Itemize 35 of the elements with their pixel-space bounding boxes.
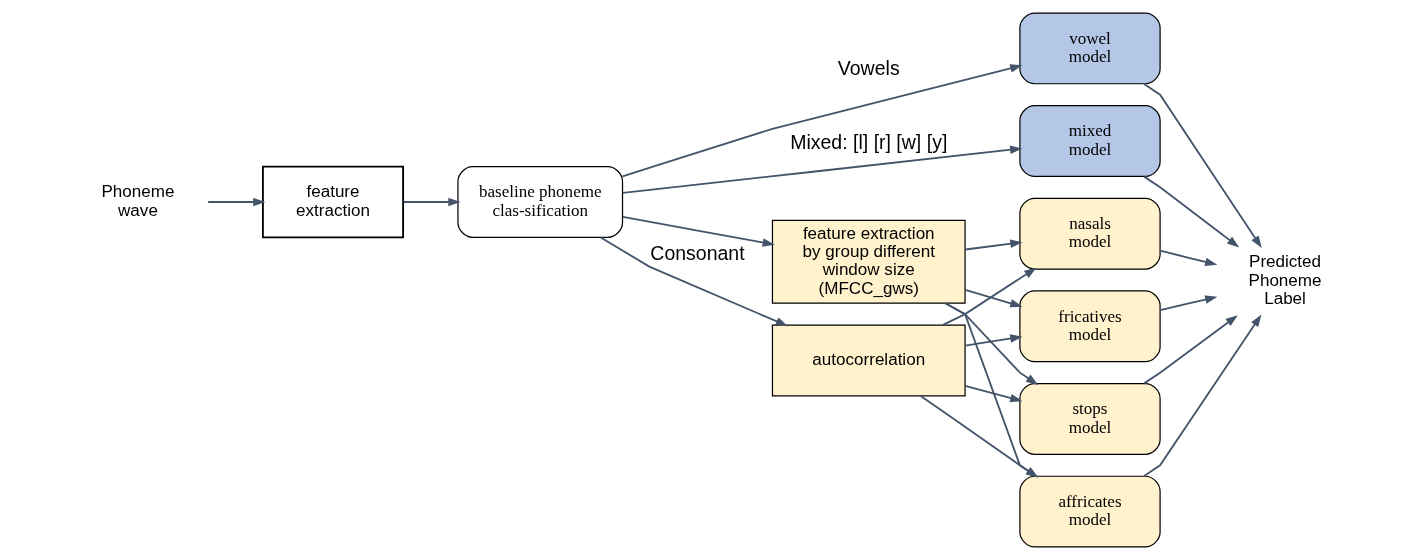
arrow — [1158, 249, 1217, 267]
arrow — [1142, 315, 1238, 385]
node-box: feature extraction by group different window size (MFCC_gws) — [771, 219, 966, 304]
arrow — [621, 145, 1022, 194]
arrow — [963, 239, 1022, 251]
arrow — [402, 197, 460, 207]
arrow — [599, 236, 788, 327]
node-box: nasals model — [1018, 197, 1161, 270]
arrow — [1142, 314, 1261, 477]
node-box: autocorrelation — [771, 324, 966, 397]
arrow — [1142, 83, 1262, 248]
node-box: affricates model — [1018, 475, 1161, 548]
arrow — [621, 216, 775, 247]
edge-label: Vowels — [837, 56, 900, 79]
edge-label: Mixed: [l] [r] [w] [y] — [789, 131, 947, 154]
arrow — [943, 302, 1038, 478]
arrow — [943, 302, 1038, 385]
node-text: Phoneme wave — [100, 182, 174, 220]
arrow — [941, 267, 1036, 326]
edge-label: Consonant — [649, 242, 745, 265]
node-box: vowel model — [1018, 12, 1161, 85]
node-box: baseline phoneme clas-sification — [456, 166, 623, 238]
arrow — [919, 395, 1038, 478]
arrow — [1158, 295, 1217, 312]
node-text: Predicted Phoneme Label — [1248, 252, 1322, 309]
arrow — [963, 385, 1022, 403]
arrow — [963, 334, 1022, 347]
arrow — [963, 288, 1022, 308]
node-box: feature extraction — [261, 165, 404, 239]
arrow — [1142, 175, 1239, 248]
arrow — [206, 197, 265, 207]
node-box: mixed model — [1018, 105, 1161, 177]
arrow — [621, 64, 1022, 178]
node-box: stops model — [1018, 383, 1161, 455]
node-box: fricatives model — [1018, 290, 1161, 363]
